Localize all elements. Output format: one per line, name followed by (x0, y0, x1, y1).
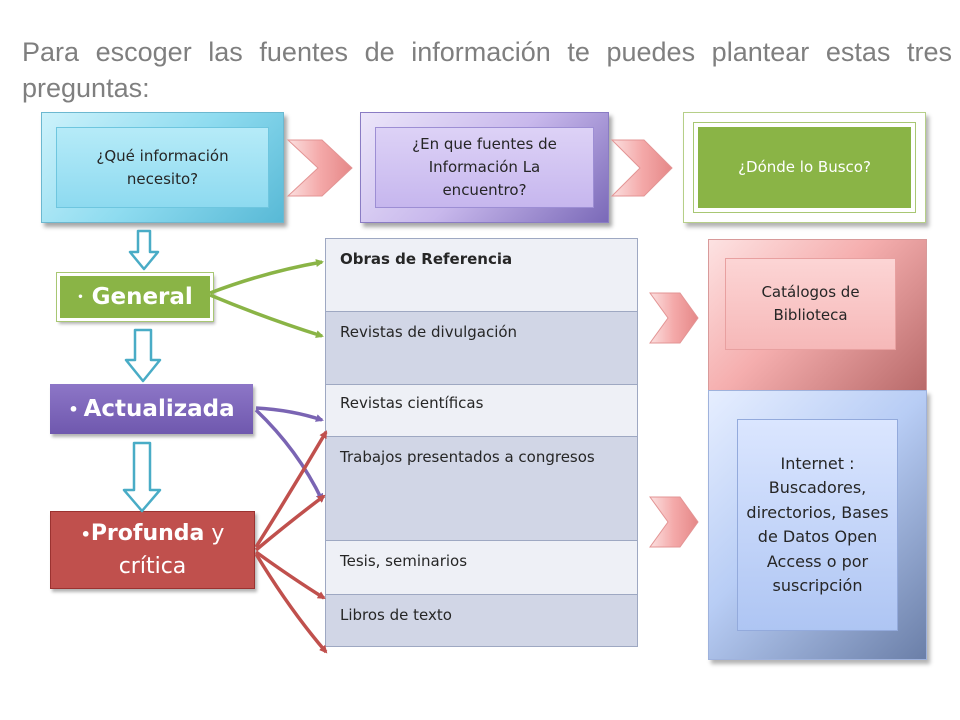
question-what-info: ¿Qué información necesito? (41, 112, 284, 223)
connector-arrow (255, 406, 324, 422)
source-cell: Trabajos presentados a congresos (325, 436, 638, 541)
table-row: Revistas de divulgación (325, 311, 638, 385)
question-where-search-label: ¿Dónde lo Busco? (698, 127, 911, 208)
location-internet: Internet : Buscadores, directorios, Base… (708, 390, 927, 660)
chevron-arrow-icon (610, 139, 673, 197)
table-row: Libros de texto (325, 594, 638, 647)
page-title: Para escoger las fuentes de información … (22, 37, 952, 103)
level-profunda: •Profunda y crítica (50, 511, 255, 589)
table-row: Revistas científicas (325, 384, 638, 437)
connector-arrow (254, 408, 324, 502)
level-actualizada: • Actualizada (50, 384, 253, 434)
level-profunda-text: •Profunda y crítica (51, 518, 254, 583)
level-profunda-label: Profunda (90, 520, 205, 546)
question-which-sources-label: ¿En que fuentes de Información La encuen… (375, 127, 594, 208)
connector-arrow (254, 550, 326, 600)
bullet-icon: • (68, 399, 79, 419)
table-row: Trabajos presentados a congresos (325, 436, 638, 541)
source-cell: Libros de texto (325, 594, 638, 647)
connector-arrow (209, 293, 324, 339)
connector-arrow (254, 494, 326, 552)
table-row: Tesis, seminarios (325, 540, 638, 595)
sources-table: Obras de Referencia Revistas de divulgac… (325, 238, 638, 647)
down-arrow-icon (128, 229, 160, 271)
question-which-sources: ¿En que fuentes de Información La encuen… (360, 112, 609, 223)
chevron-arrow-icon (286, 139, 353, 197)
connector-arrow (254, 430, 328, 548)
chevron-arrow-icon (649, 292, 699, 344)
source-cell: Tesis, seminarios (325, 540, 638, 595)
down-arrow-icon (122, 441, 162, 513)
location-internet-label: Internet : Buscadores, directorios, Base… (737, 419, 898, 631)
connector-arrow (209, 259, 324, 295)
source-cell: Revistas científicas (325, 384, 638, 437)
bullet-icon: • (77, 291, 84, 303)
bullet-icon: • (80, 524, 91, 544)
level-general-label: General (91, 284, 193, 310)
source-cell: Obras de Referencia (325, 238, 638, 312)
location-catalogos-label: Catálogos de Biblioteca (725, 258, 896, 350)
level-general: • General (56, 272, 214, 322)
question-what-info-label: ¿Qué información necesito? (56, 127, 269, 208)
chevron-arrow-icon (649, 496, 699, 548)
level-profunda-rest: y crítica (118, 520, 225, 579)
table-row: Obras de Referencia (325, 238, 638, 312)
level-actualizada-label: Actualizada (83, 396, 235, 422)
source-cell: Revistas de divulgación (325, 311, 638, 385)
down-arrow-icon (124, 328, 162, 383)
location-catalogos: Catálogos de Biblioteca (708, 239, 927, 391)
question-where-search: ¿Dónde lo Busco? (683, 112, 926, 223)
connector-arrow (254, 553, 328, 654)
